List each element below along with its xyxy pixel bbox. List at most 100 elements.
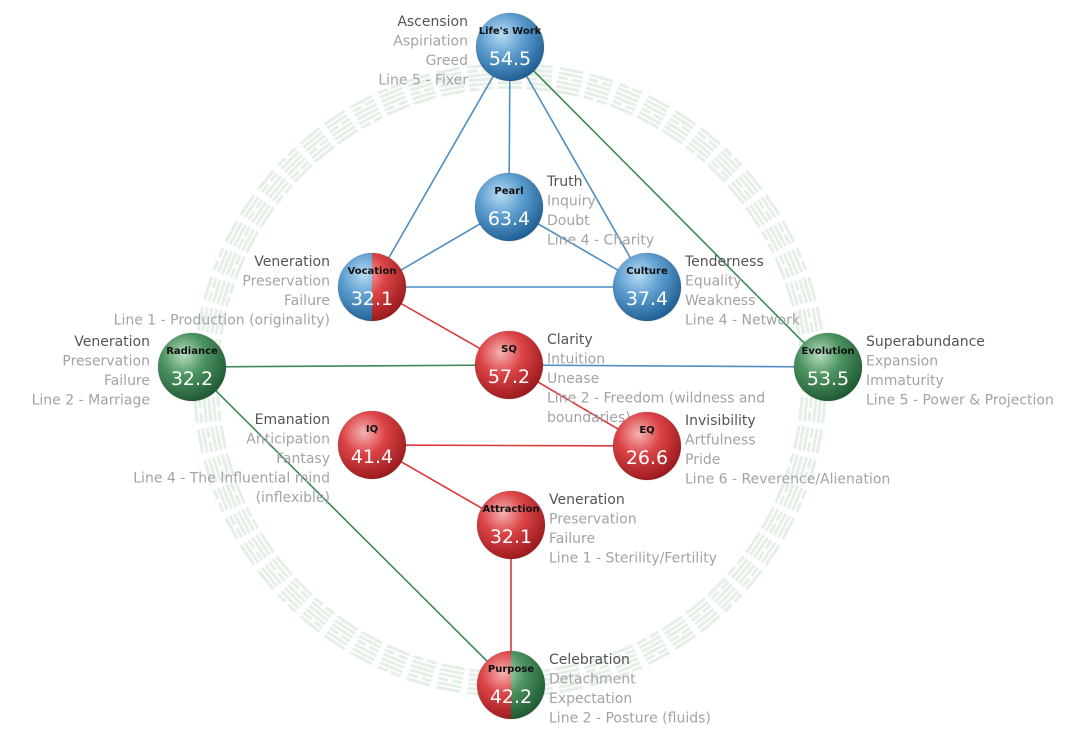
radiance-name: Radiance [166,346,218,357]
purpose-circle-right-half [511,651,545,719]
connection-line-sq-evolution [508,364,829,368]
hexagram-icon [707,147,743,183]
attraction-label-line-3: Line 1 - Sterility/Fertility [549,551,717,567]
iq-label-line-1: Anticipation [246,432,330,448]
purpose-value: 42.2 [490,686,532,708]
sq-label-line-0: Clarity [547,332,593,348]
hexagram-icon [745,531,781,567]
purpose-name: Purpose [488,664,534,675]
hexagram-icon [257,169,293,205]
gate-purpose[interactable]: Purpose 42.2 [476,650,546,720]
purpose-label-line-1: Detachment [549,672,636,688]
eq-label-line-2: Pride [685,452,720,468]
culture-label-line-3: Line 4 - Network [685,313,801,329]
pearl-name: Pearl [494,186,523,197]
culture-label-line-0: Tenderness [684,254,764,270]
evolution-label-line-2: Immaturity [866,373,944,389]
connection-line-lifes-work-evolution [509,46,829,368]
hexagram-icon [774,480,808,513]
iq-name: IQ [366,424,378,435]
culture-circle-outline [612,252,682,322]
radiance-label-line-3: Line 2 - Marriage [32,393,150,409]
hexagram-icon [793,425,824,454]
iq-label-line-3: Line 4 - The Influential mind [133,471,330,487]
hexagram-icon [377,82,410,116]
lifes-work-value: 54.5 [489,48,531,70]
hexagram-icon [784,452,817,484]
sq-label-line-1: Intuition [547,352,605,368]
hexagram-icon [349,94,384,130]
pearl-label-line-2: Doubt [547,213,590,229]
hexagram-icon [793,306,824,335]
hexagram-icon [257,555,293,591]
hexagram-icon [239,531,275,567]
sq-label-line-4: boundaries) [547,410,631,426]
connection-line-lifes-work-vocation [371,46,511,288]
connection-line-lifes-work-culture [509,46,648,288]
hexagram-icon [610,644,643,678]
lifes-work-label-line-1: Aspiriation [393,34,468,50]
hexagram-icon [436,663,465,694]
radiance-circle [158,333,226,401]
pearl-label-line-1: Inquiry [547,194,596,210]
evolution-name: Evolution [802,346,855,357]
radiance-circle-outline [157,332,227,402]
iq-label-line-0: Emanation [255,412,330,428]
hexagram-icon [661,109,697,145]
hexagram-icon [466,63,494,92]
purpose-circle-left-half [477,651,511,719]
sq-circle [475,331,543,399]
connection-line-radiance-sq [191,364,510,368]
radiance-label-line-0: Veneration [74,334,150,350]
gate-lifes-work[interactable]: Life's Work 54.5 [475,12,545,82]
eq-label-line-0: Invisibility [685,413,756,429]
pearl-label-line-3: Line 4 - Charity [547,233,654,249]
evolution-label-line-3: Line 5 - Power & Projection [866,393,1054,409]
lifes-work-circle [476,13,544,81]
lifes-work-circle-outline [475,12,545,82]
lifes-work-label-line-3: Line 5 - Fixer [378,73,468,89]
lifes-work-label-line-2: Greed [426,53,468,69]
hexagram-icon [555,66,584,97]
hexagram-icon [582,654,614,687]
vocation-value: 32.1 [351,288,393,310]
hexagram-icon [685,597,721,633]
culture-name: Culture [626,266,668,277]
purpose-label-line-2: Expectation [549,691,632,707]
attraction-circle-outline [476,490,546,560]
hexagram-icon [299,597,335,633]
culture-label-line-1: Equality [685,274,742,290]
attraction-circle [477,491,545,559]
hexagram-icon [212,247,246,280]
hexagram-icon [636,94,671,130]
gate-pearl[interactable]: Pearl 63.4 [474,172,544,242]
eq-name: EQ [639,425,654,436]
sq-circle-outline [474,330,544,400]
purpose-label-line-3: Line 2 - Posture (fluids) [549,711,711,727]
lifes-work-name: Life's Work [479,26,542,37]
hexagram-icon [610,82,643,116]
hexagram-icon [277,147,313,183]
pearl-value: 63.4 [488,208,530,230]
attraction-label-line-1: Preservation [549,512,637,528]
vocation-circle-outline [337,252,407,322]
hexagram-icon [203,452,236,484]
